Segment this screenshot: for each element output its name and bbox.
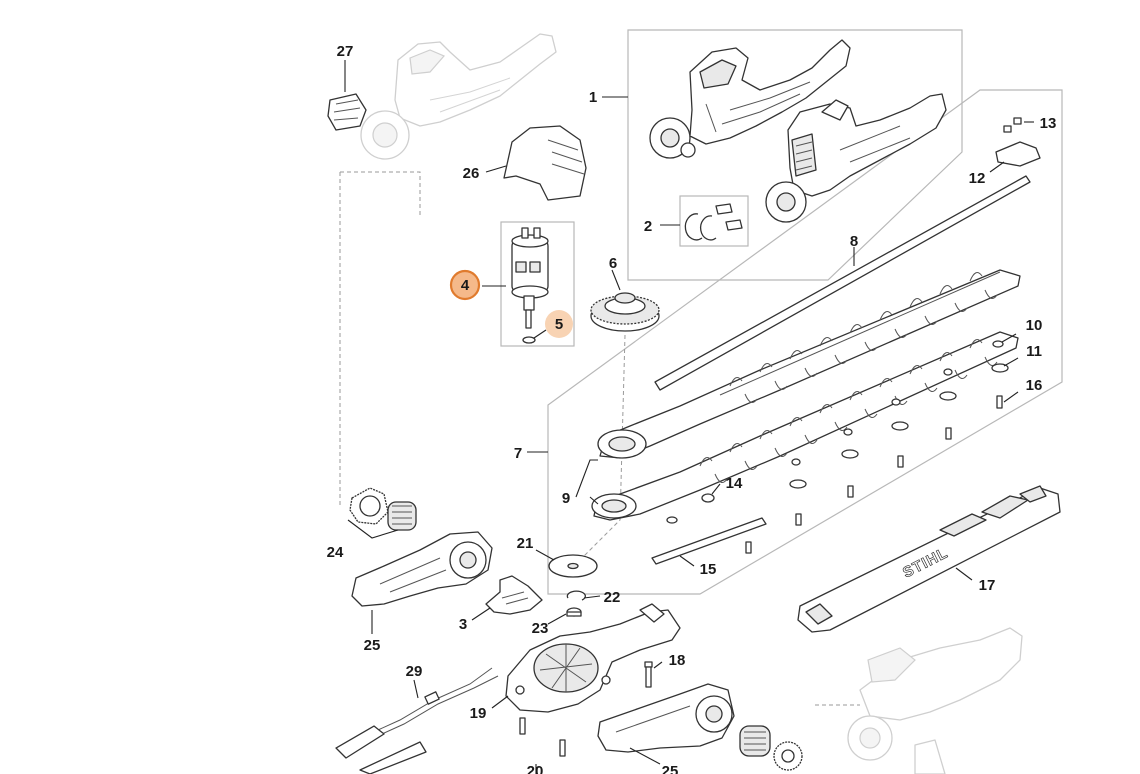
label-23[interactable]: 23 (532, 620, 549, 637)
group-box-clips (679, 195, 749, 247)
label-24[interactable]: 24 (327, 544, 344, 561)
part-5-o-ring (522, 336, 536, 344)
label-25-right[interactable]: 25 (662, 763, 679, 774)
ghost-tool-top (360, 33, 557, 160)
callout-4-highlight[interactable] (449, 269, 481, 301)
part-22-clip (566, 590, 586, 601)
label-4[interactable]: 4 (461, 277, 470, 294)
label-7[interactable]: 7 (514, 445, 522, 462)
label-29[interactable]: 29 (406, 663, 423, 680)
label-25-left[interactable]: 25 (364, 637, 381, 654)
label-17[interactable]: 17 (979, 577, 996, 594)
label-26[interactable]: 26 (463, 165, 480, 182)
label-16[interactable]: 16 (1026, 377, 1043, 394)
part-4-motor (511, 227, 549, 329)
label-9[interactable]: 9 (562, 490, 570, 507)
part-25-gear-housing-left (351, 531, 493, 607)
part-6-gear-wheel (590, 292, 660, 332)
group-box-blade-set (547, 89, 1063, 595)
callout-5-highlight[interactable] (545, 310, 573, 338)
part-19-gear-case (505, 603, 681, 713)
part-1-housing-shells (649, 39, 947, 223)
screws-misc (519, 717, 566, 757)
part-3-bracket (485, 575, 543, 615)
part-24-gear-spring-lower (739, 725, 803, 771)
label-12[interactable]: 12 (969, 170, 986, 187)
small-parts-washers-screws (666, 340, 1009, 554)
part-24-gear-spring (349, 487, 417, 531)
group-box-motor (500, 221, 575, 347)
label-19[interactable]: 19 (470, 705, 487, 722)
assembly-guides (339, 171, 860, 706)
label-15[interactable]: 15 (700, 561, 717, 578)
part-8-guide-bar (654, 175, 1031, 391)
part-23-bearing (566, 607, 582, 617)
label-14[interactable]: 14 (726, 475, 743, 492)
part-21-washer-hole (567, 562, 579, 570)
part-labels: 27 1 13 26 12 2 8 6 4 5 10 11 16 7 14 9 … (327, 43, 1057, 774)
leader-lines (344, 60, 1034, 774)
part-27-drive-gear (327, 93, 367, 131)
blade-assembly-upper (597, 269, 1021, 459)
label-3[interactable]: 3 (459, 616, 467, 633)
blade-assembly-lower (591, 331, 1019, 521)
part-26-cover (503, 125, 587, 201)
label-27[interactable]: 27 (337, 43, 354, 60)
label-1[interactable]: 1 (589, 89, 597, 106)
label-21[interactable]: 21 (517, 535, 534, 552)
group-box-housing-set (627, 29, 963, 281)
label-10[interactable]: 10 (1026, 317, 1043, 334)
label-2[interactable]: 2 (644, 218, 652, 235)
part-15-plate (651, 517, 767, 565)
part-12-blade-tip (995, 141, 1041, 167)
label-20[interactable]: 20 (527, 763, 544, 774)
part-18-screw (644, 661, 653, 688)
label-11[interactable]: 11 (1026, 343, 1042, 360)
part-13-screws (1003, 117, 1022, 133)
label-13[interactable]: 13 (1040, 115, 1057, 132)
label-18[interactable]: 18 (669, 652, 686, 669)
label-8[interactable]: 8 (850, 233, 858, 250)
label-6[interactable]: 6 (609, 255, 617, 272)
part-29-cable-switch (335, 667, 499, 774)
part-2-clips (684, 203, 743, 241)
part-25-gear-housing-right (597, 683, 735, 753)
label-22[interactable]: 22 (604, 589, 621, 606)
part-17-blade-guard: STIHL (797, 485, 1061, 633)
label-5[interactable]: 5 (555, 316, 563, 333)
ghost-tool-bottom (847, 627, 1023, 774)
